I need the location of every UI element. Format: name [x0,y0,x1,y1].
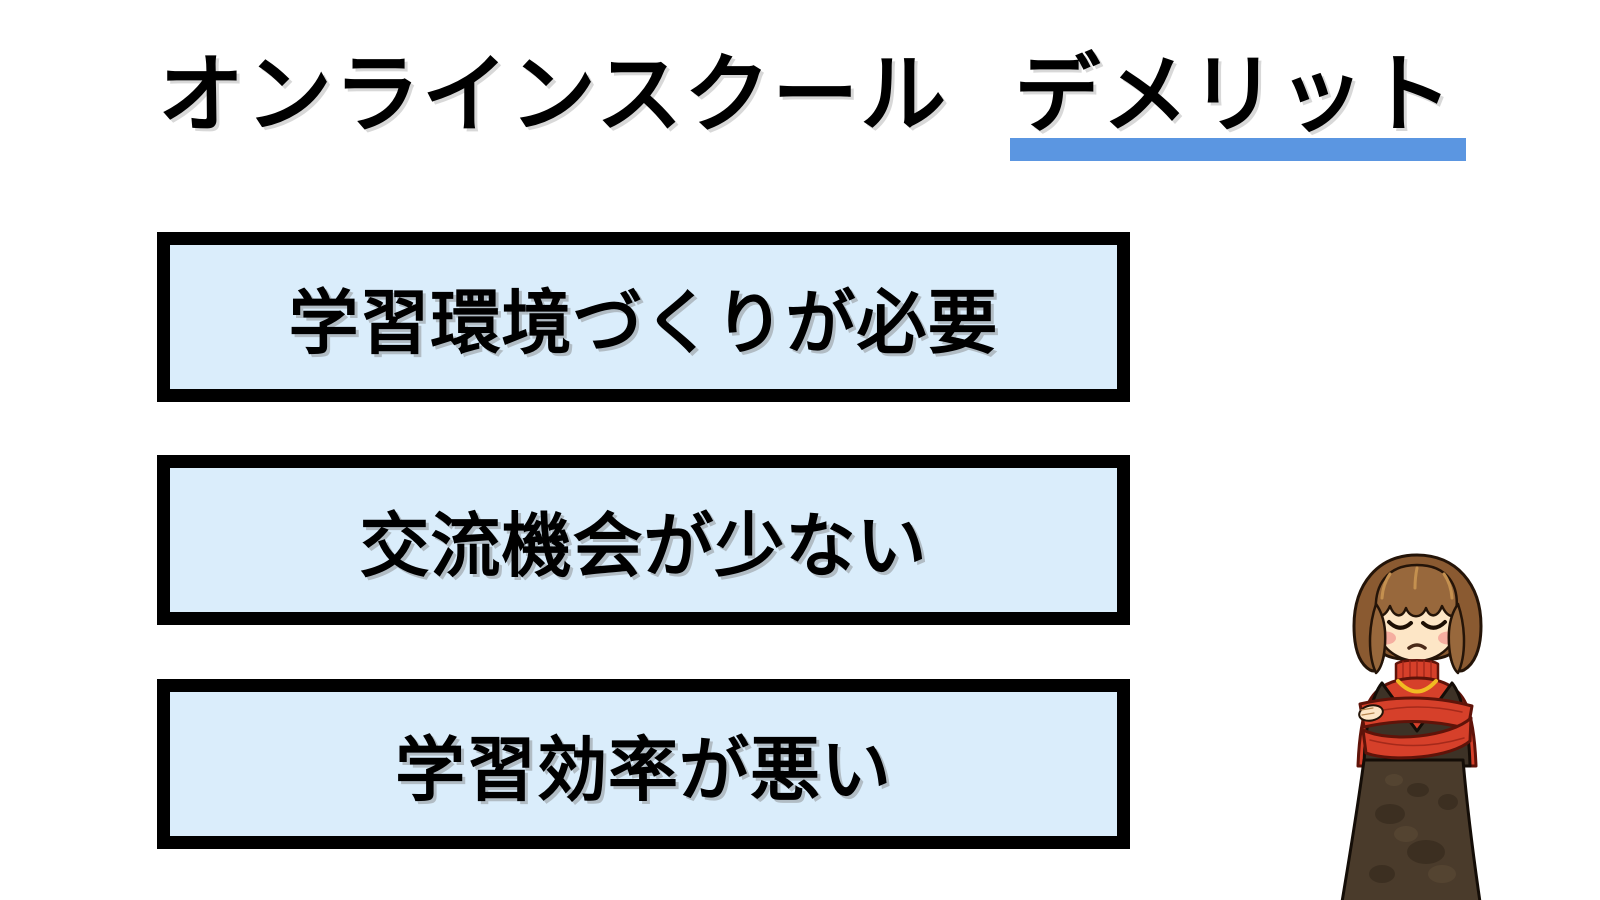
demerit-box-3: 学習効率が悪い [157,679,1130,849]
demerit-box-2-label: 交流機会が少ない [359,506,928,585]
title-underline-bar [1010,137,1467,161]
demerit-box-1: 学習環境づくりが必要 [157,232,1130,402]
demerit-box-1-label: 学習環境づくりが必要 [288,283,999,362]
title-main-text: オンラインスクール [158,47,949,143]
title-highlight-text: デメリット [1014,47,1455,143]
displeased-girl-illustration [1340,553,1483,900]
page-title: オンラインスクール デメリット [158,46,1467,161]
demerit-box-3-label: 学習効率が悪い [395,730,892,809]
title-highlight: デメリット [1010,46,1467,161]
demerit-box-2: 交流機会が少ない [157,455,1130,625]
